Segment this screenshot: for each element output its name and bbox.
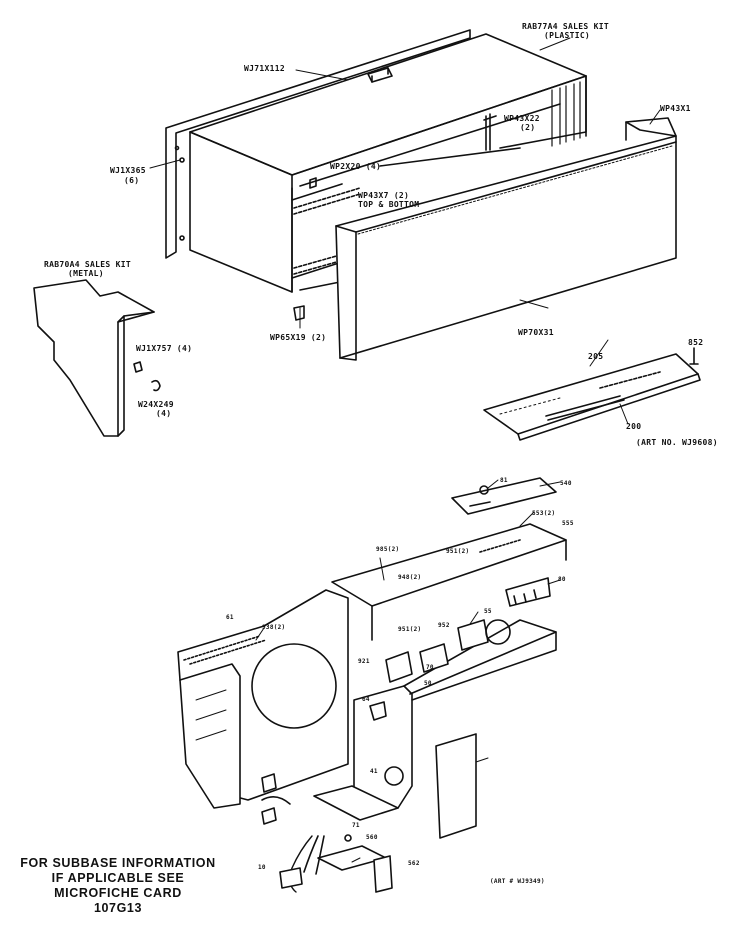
label-951: 951(2) <box>446 548 470 555</box>
control-panel-art-wj9608 <box>483 347 701 441</box>
label-540: 540 <box>560 480 572 487</box>
label-w24x249: W24X249 <box>138 400 174 409</box>
note-line-2: IF APPLICABLE SEE <box>51 871 185 885</box>
label-art-wj9608: (ART NO. WJ9608) <box>636 438 718 447</box>
label-205: 205 <box>588 352 604 361</box>
label-921: 921 <box>358 658 370 665</box>
label-200: 200 <box>626 422 642 431</box>
label-10: 10 <box>258 864 266 871</box>
front-panel-wp70x31 <box>335 117 677 361</box>
label-art-wj9349: (ART # WJ9349) <box>490 878 545 885</box>
chassis-assembly <box>177 477 567 893</box>
label-938: 938(2) <box>262 624 286 631</box>
label-wp43x22: WP43X22 <box>504 114 540 123</box>
label-rab77a4-sub: (PLASTIC) <box>544 31 591 40</box>
side-panel-metal-kit <box>33 279 161 437</box>
subbase-information-note: FOR SUBBASE INFORMATION IF APPLICABLE SE… <box>18 856 218 916</box>
label-61: 61 <box>226 614 234 621</box>
label-553: 553(2) <box>532 510 556 517</box>
label-wj71x112: WJ71X112 <box>244 64 285 73</box>
clip-wp65x19 <box>293 305 305 321</box>
label-852: 852 <box>688 338 704 347</box>
label-50: 50 <box>424 680 432 687</box>
label-562: 562 <box>408 860 420 867</box>
label-555: 555 <box>562 520 574 527</box>
label-wp43x1: WP43X1 <box>660 104 691 113</box>
leader-lines-bottom <box>255 479 561 863</box>
label-w24x249-qty: (4) <box>156 409 172 418</box>
cabinet-assembly <box>165 29 587 293</box>
label-70: 70 <box>426 664 434 671</box>
label-rab70a4-sub: (METAL) <box>68 269 104 278</box>
note-line-1: FOR SUBBASE INFORMATION <box>20 856 216 870</box>
label-wp2x20: WP2X20 (4) <box>330 162 382 171</box>
label-wp43x22-qty: (2) <box>520 123 536 132</box>
label-80: 80 <box>558 576 566 583</box>
label-wj1x365: WJ1X365 <box>110 166 146 175</box>
label-wp43x7: WP43X7 (2) <box>358 191 410 200</box>
label-951b: 951(2) <box>398 626 422 633</box>
label-952: 952 <box>438 622 450 629</box>
label-55: 55 <box>484 608 492 615</box>
label-wp65x19: WP65X19 (2) <box>270 333 327 342</box>
note-line-4: 107G13 <box>93 901 143 915</box>
label-rab70a4: RAB70A4 SALES KIT <box>44 260 131 269</box>
label-wp70x31: WP70X31 <box>518 328 554 337</box>
label-wp43x7-sub: TOP & BOTTOM <box>358 200 420 209</box>
label-rab77a4: RAB77A4 SALES KIT <box>522 22 609 31</box>
label-71: 71 <box>352 822 360 829</box>
leader-lines-top <box>149 37 661 425</box>
label-41: 41 <box>370 768 378 775</box>
label-948: 948(2) <box>398 574 422 581</box>
label-64: 64 <box>362 696 370 703</box>
label-985: 985(2) <box>376 546 400 553</box>
label-wj1x757: WJ1X757 (4) <box>136 344 193 353</box>
label-wj1x365-qty: (6) <box>124 176 140 185</box>
label-560: 560 <box>366 834 378 841</box>
label-81: 81 <box>500 477 508 484</box>
note-line-3: MICROFICHE CARD <box>54 886 182 900</box>
